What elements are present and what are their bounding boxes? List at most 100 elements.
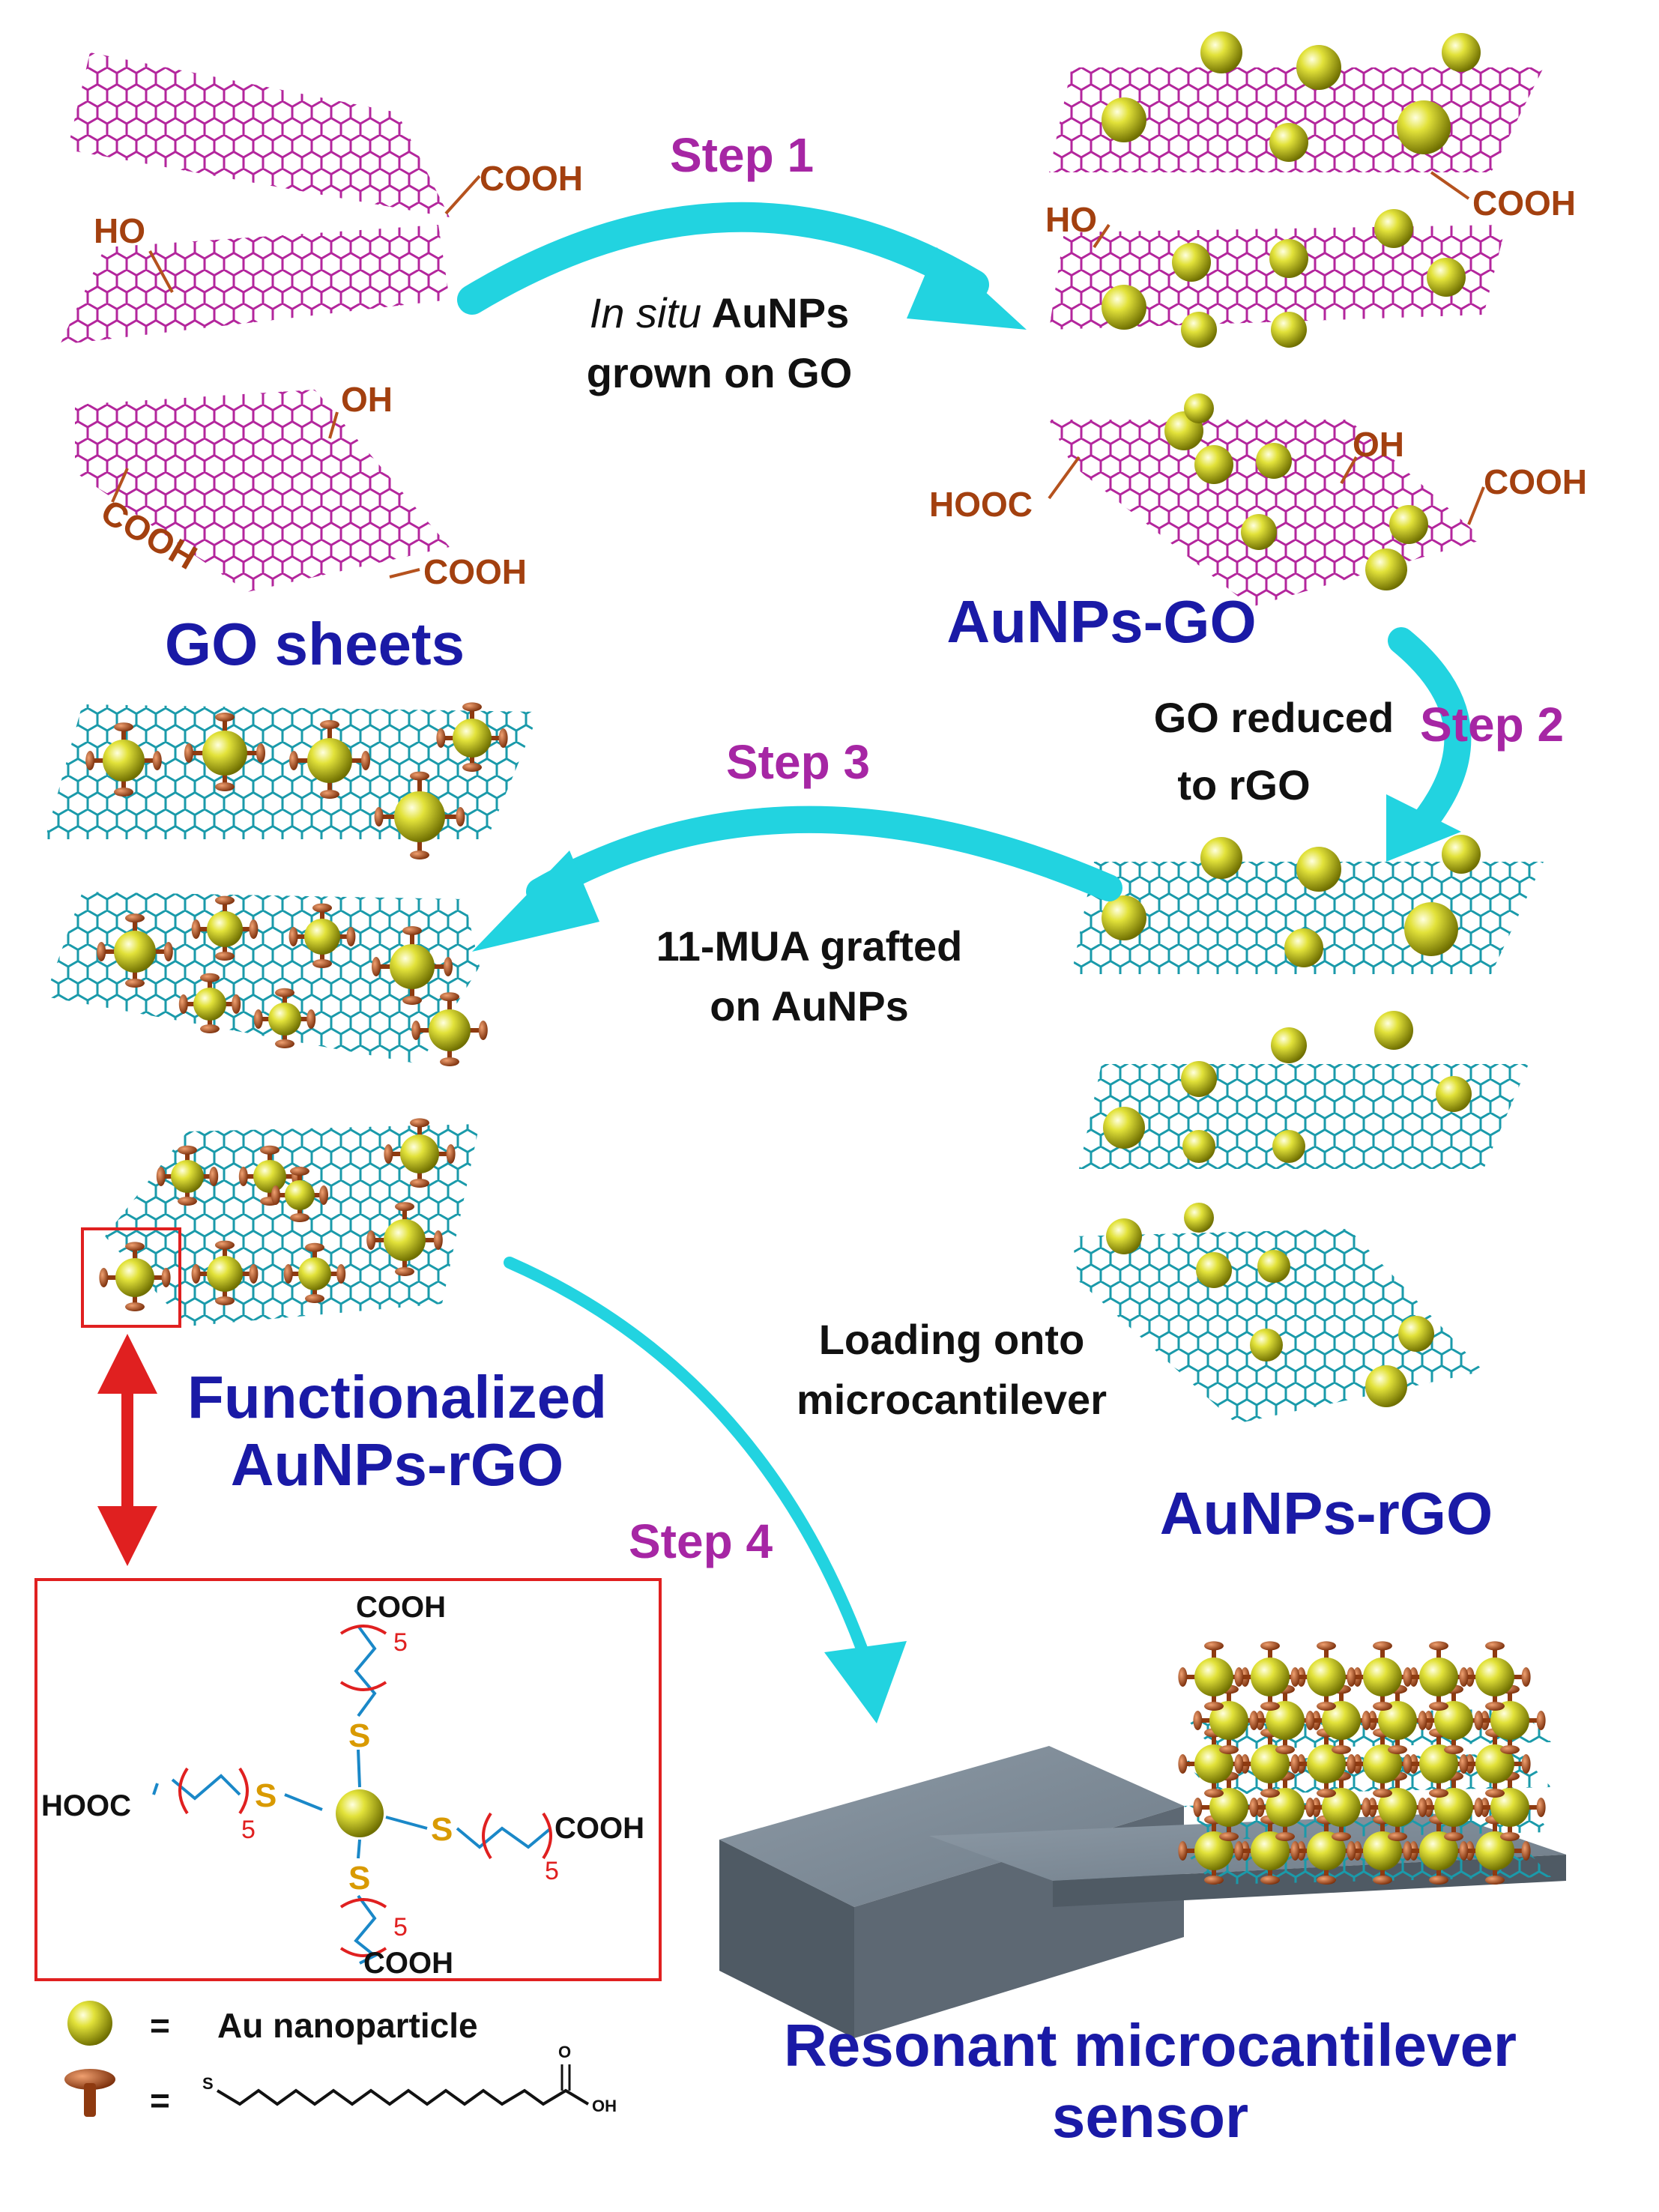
legend-chain-s: S [202,2074,214,2093]
sensing-film [1178,1641,1551,1885]
aunps-go-cooh-label-right: COOH [1484,462,1587,501]
cooh-bond [444,175,481,215]
legend-mua-tack [64,2069,115,2117]
aunps-go-cooh-label: COOH [1472,184,1576,223]
functionalized-au-particle [1193,1771,1265,1841]
step1-arrowhead [907,247,1027,330]
legend-eq-1: = [150,2006,170,2045]
process-arrows [97,202,1472,1723]
cooh-bond [1430,171,1470,200]
repeat-bracket [339,1947,387,1957]
functionalized-au-particle [1403,1728,1475,1798]
step1-description: In situ AuNPs [590,292,849,334]
cooh-bond [1467,486,1485,525]
base-block-top [719,1746,1184,1907]
functionalized-au-particle [191,1240,259,1305]
go-sheet [60,225,450,345]
functionalized-title-line2: AuNPs-rGO [230,1431,564,1498]
legend-au-sphere [67,2001,112,2046]
go-sheets-stack [60,52,481,592]
functionalized-au-particle [289,720,370,799]
step1-label: Step 1 [669,128,815,182]
step4-arrow [504,1257,868,1655]
functionalized-au-particle [1459,1815,1531,1885]
microcantilever-sensor [719,1641,1566,2038]
rgo-sheet [45,892,480,1064]
functionalized-au-particle [283,1242,346,1303]
step3-arrow [526,806,1122,905]
functionalized-au-particle [1418,1684,1490,1754]
aunps-rgo-title: AuNPs-rGO [1159,1480,1493,1547]
aunps-go-stack [1048,31,1544,607]
structure-top-s: S [348,1717,371,1754]
legend-carbonyl-o: O [558,2043,572,2061]
mua-structure-panel [34,1578,662,1981]
step1-arrow [457,202,989,315]
right-chain [385,1816,552,1849]
functionalized-au-particle [1234,1728,1306,1798]
functionalized-au-particle [372,926,453,1005]
step1-description-line2: grown on GO [586,349,853,396]
structure-left-s: S [255,1777,277,1814]
legend-mua-chain [216,2088,590,2106]
repeat-bracket [339,1681,387,1691]
functionalized-au-particle [1474,1684,1546,1754]
step1-desc-rest: AuNPs [701,289,850,336]
structure-frame [34,1578,662,1981]
zoom-selection-box [81,1227,181,1328]
legend-eq-2: = [150,2081,170,2120]
central-au-atom [336,1789,384,1837]
functionalized-au-particle [1459,1728,1531,1798]
step3-description-line1: 11-MUA grafted [656,922,963,970]
go-ho-label: HO [94,211,145,250]
cooh-bond [111,468,129,503]
legend [64,2001,590,2117]
repeat-bracket [339,1625,387,1635]
functionalized-nanoparticles [85,702,508,1311]
legend-carbonyl [560,2064,571,2091]
step4-label: Step 4 [628,1514,773,1568]
functionalized-au-particle [1474,1771,1546,1841]
structure-left-hooc: HOOC [41,1789,131,1822]
functionalized-au-particle [1459,1641,1531,1711]
aunps-go-title: AuNPs-GO [946,588,1257,655]
step4-description-line1: Loading onto [818,1316,1085,1363]
step2-arrowhead [1386,794,1461,862]
sensor-title-line1: Resonant microcantilever [783,2012,1517,2079]
step2-description-line2: to rGO [1177,761,1311,809]
functionalized-au-particle [1249,1771,1321,1841]
functionalized-au-particle [411,992,488,1066]
functionalized-title-line1: Functionalized [187,1364,607,1430]
aunps-go-ho-label: HO [1045,200,1097,239]
functionalized-au-particle [374,771,465,859]
aunps-rgo-stack [1072,835,1544,1424]
step2-description-line1: GO reduced [1153,694,1394,741]
functionalized-au-particle [288,903,356,968]
functionalized-au-particle [436,702,508,772]
step3-label: Step 3 [725,735,871,789]
base-block-front [719,1840,854,2038]
functionalized-au-particle [1290,1641,1362,1711]
functionalized-aunps-rgo-stack [45,702,540,1328]
step4-arrowhead [824,1641,907,1723]
structure-bottom-s: S [348,1860,371,1897]
repeat-bracket [339,1898,387,1909]
oh-bond [328,411,339,439]
structure-bottom-cooh: COOH [363,1947,453,1980]
functionalized-au-particle [97,913,173,988]
go-cooh-label: COOH [480,159,583,198]
step1-italic: In situ [589,289,702,336]
functionalized-au-particle [271,1167,328,1222]
functionalized-au-particle [184,713,265,791]
ho-bond [148,250,174,293]
functionalized-au-particle [85,722,162,797]
top-chain [354,1625,377,1788]
structure-top-cooh: COOH [356,1591,446,1624]
structure-right-cooh: COOH [554,1812,644,1845]
step3-description-line2: on AuNPs [710,982,909,1030]
bottom-chain [354,1839,378,1965]
go-sheet [67,52,450,217]
top-repeat-count: 5 [393,1628,408,1657]
left-chain [152,1774,323,1811]
